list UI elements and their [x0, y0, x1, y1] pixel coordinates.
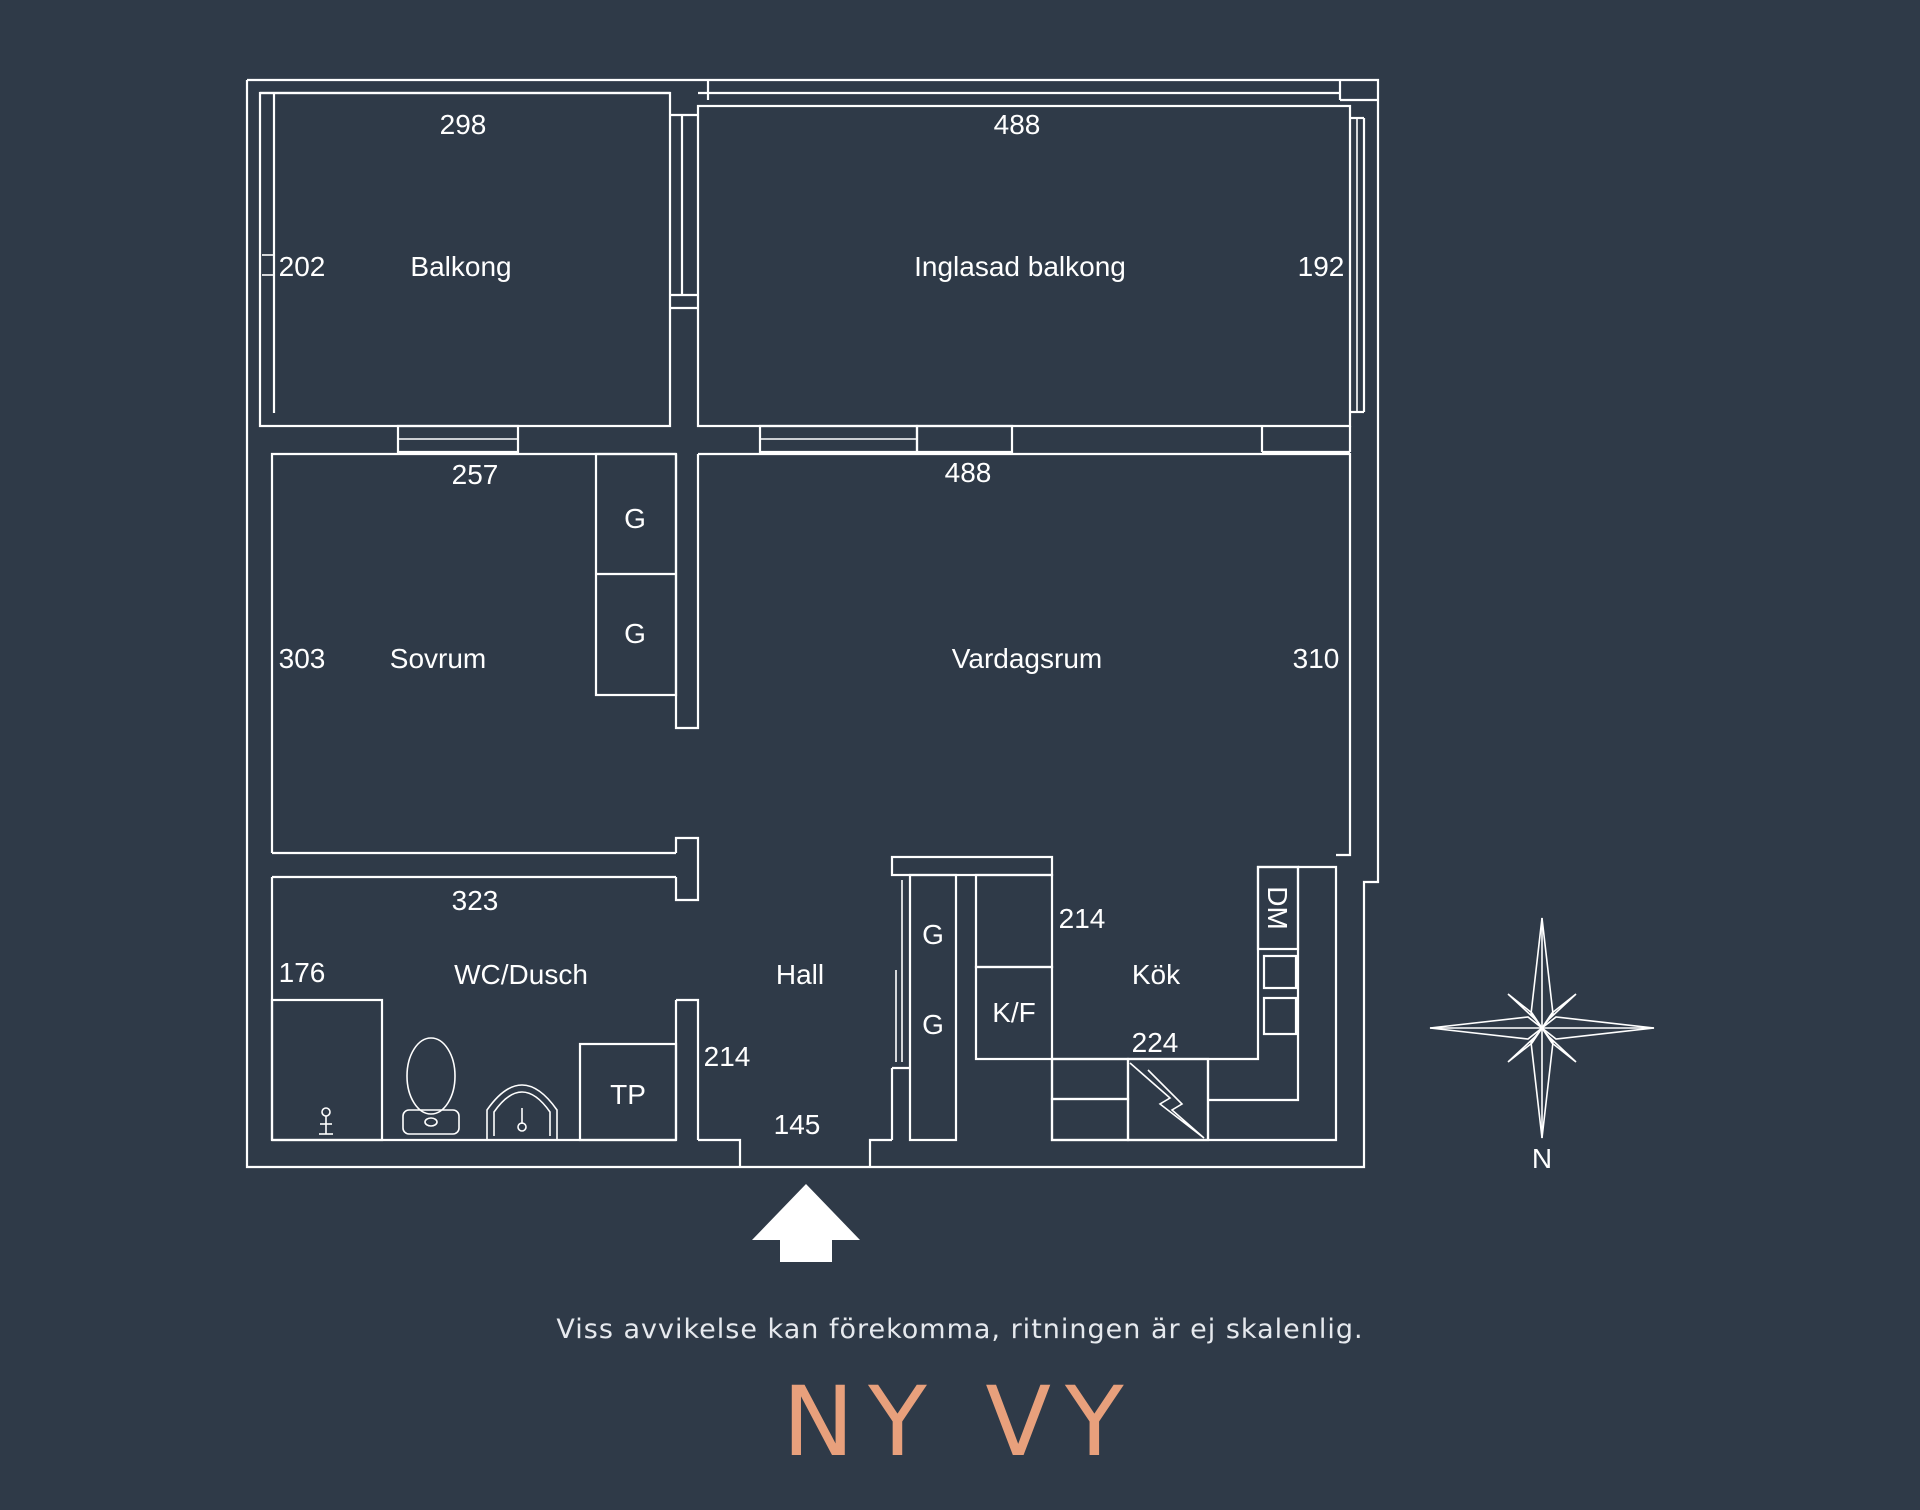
vardagsrum-room — [698, 452, 1352, 857]
wardrobe-label: G — [922, 1009, 944, 1040]
kok-depth-dimension: 214 — [1059, 903, 1106, 934]
wc-width-dimension: 323 — [452, 885, 499, 916]
sovrum-width-dimension: 257 — [452, 459, 499, 490]
fridge-freezer-label: K/F — [992, 997, 1036, 1028]
disclaimer-text: Viss avvikelse kan förekomma, ritningen … — [556, 1314, 1364, 1345]
vardagsrum-label: Vardagsrum — [952, 643, 1102, 674]
wc-dusch-label: WC/Dusch — [454, 959, 588, 990]
shower-icon — [319, 1107, 333, 1135]
wardrobe-label: G — [624, 618, 646, 649]
outer-walls — [245, 78, 1380, 1169]
kok-label: Kök — [1132, 959, 1181, 990]
wc-dusch-room — [270, 875, 700, 1142]
hall-label: Hall — [776, 959, 824, 990]
vardagsrum-width-dimension: 488 — [945, 457, 992, 488]
wardrobe-label: G — [922, 919, 944, 950]
sovrum-label: Sovrum — [390, 643, 486, 674]
windows-row — [396, 424, 1352, 454]
toilet-icon — [402, 1037, 460, 1135]
wardrobe-label: G — [624, 503, 646, 534]
compass-north-label: N — [1532, 1143, 1552, 1174]
sovrum-depth-dimension: 303 — [279, 643, 326, 674]
inglasad-width-dimension: 488 — [994, 109, 1041, 140]
inglasad-balkong-label: Inglasad balkong — [914, 251, 1126, 282]
tp-label: TP — [610, 1079, 646, 1110]
inglasad-depth-dimension: 192 — [1298, 251, 1345, 282]
wc-depth-dimension: 176 — [279, 957, 326, 988]
hall-room — [698, 1138, 892, 1167]
balkong-width-dimension: 298 — [440, 109, 487, 140]
brand-logo: NY VY — [782, 1366, 1138, 1478]
vardagsrum-depth-dimension: 310 — [1293, 643, 1340, 674]
balkong-depth-dimension: 202 — [279, 251, 326, 282]
hall-width-dimension: 145 — [774, 1109, 821, 1140]
sink-icon — [486, 1084, 558, 1141]
balkong-label: Balkong — [410, 251, 511, 282]
kok-width-dimension: 224 — [1132, 1027, 1179, 1058]
sovrum-room — [270, 452, 700, 902]
hall-depth-dimension: 214 — [704, 1041, 751, 1072]
entrance-arrow-icon — [752, 1184, 860, 1262]
kok-room — [890, 855, 1338, 1142]
compass-rose-icon — [1429, 917, 1655, 1139]
dishwasher-label: DM — [1262, 886, 1293, 930]
inglasad-balkong-room — [670, 104, 1366, 428]
